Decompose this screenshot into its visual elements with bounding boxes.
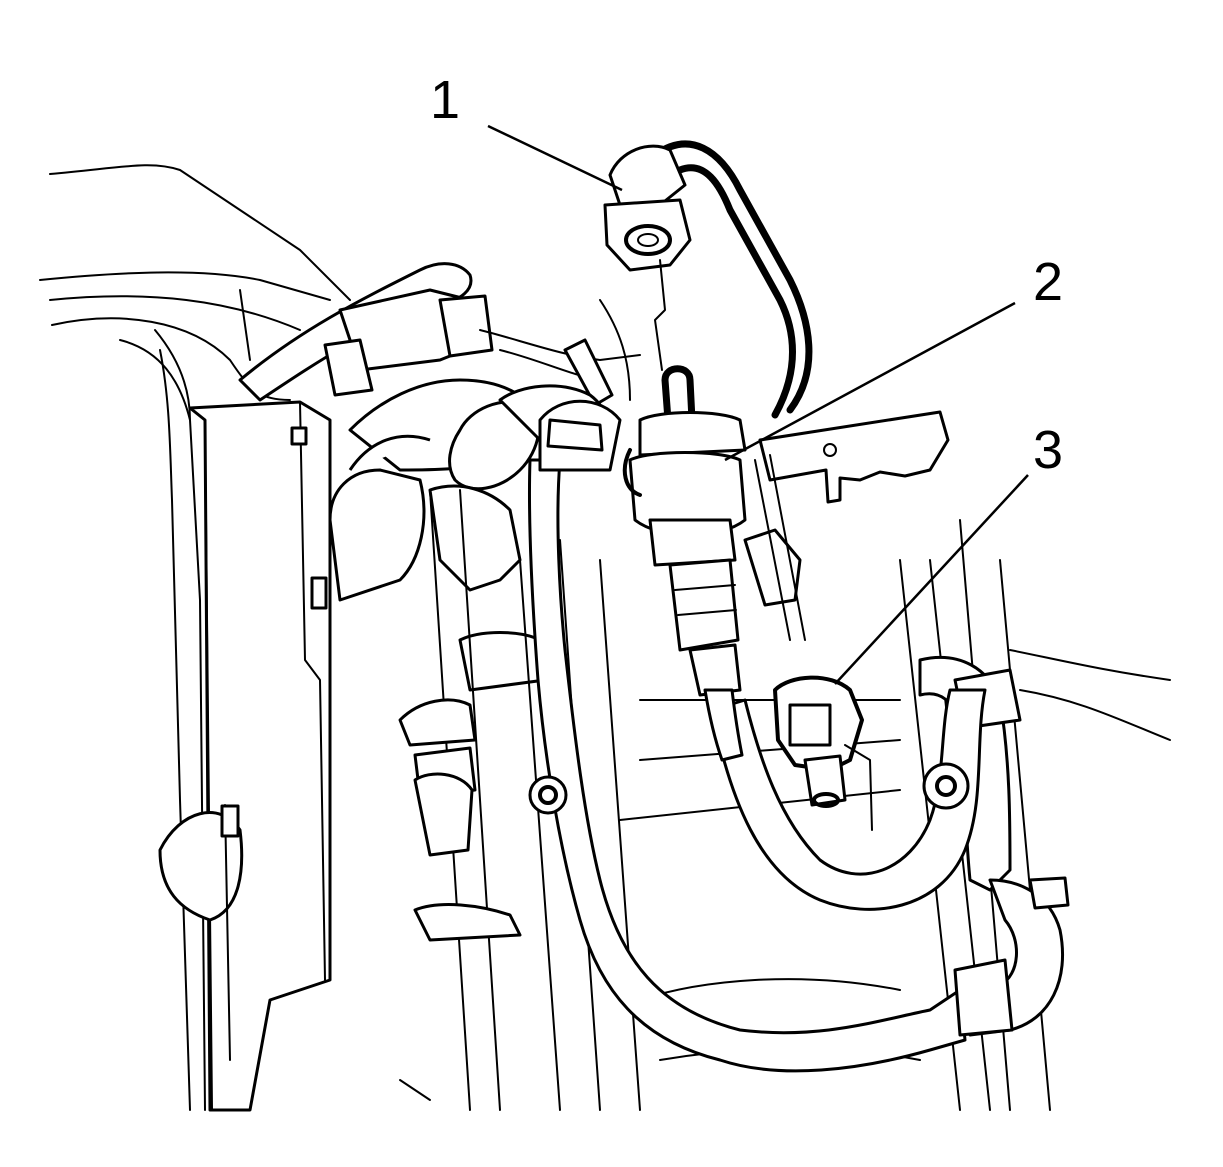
callout-1: 1: [430, 70, 460, 130]
evap-purge-solenoid: [622, 365, 806, 762]
leader-line-2: [724, 301, 1016, 462]
callout-3: 3: [1033, 420, 1063, 480]
body-panel-left: [39, 164, 351, 1112]
lower-loop-hose: [710, 688, 987, 911]
fuel-line-nut: [603, 140, 813, 419]
leader-line-3: [834, 474, 1029, 685]
leader-lines: [487, 124, 1029, 685]
callout-2: 2: [1033, 252, 1063, 312]
left-lower-hoses: [398, 698, 568, 1101]
electrical-connector: [773, 675, 873, 831]
mounting-bracket: [758, 410, 950, 504]
leader-line-1: [487, 124, 623, 192]
upper-hoses: [238, 262, 641, 692]
